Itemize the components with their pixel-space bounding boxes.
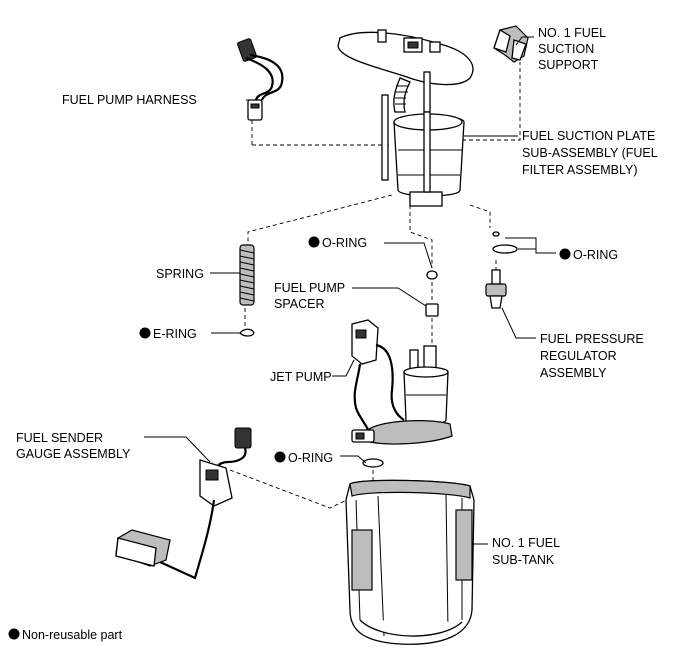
svg-text:SUB-TANK: SUB-TANK [492,553,555,567]
fuel-pump-harness-part [237,38,284,121]
fuel-sub-tank-part [345,479,475,645]
label-spring: SPRING [156,267,204,281]
legend-marker-icon [8,628,20,640]
label-jet-pump: JET PUMP [270,370,332,384]
fuel-sender-gauge-part [115,427,252,580]
svg-text:SUPPORT: SUPPORT [538,58,599,72]
fuel-pressure-regulator-part [485,269,507,309]
svg-text:SUB-ASSEMBLY (FUEL: SUB-ASSEMBLY (FUEL [522,146,658,160]
assembly-dashed-lines [229,62,521,509]
label-fuel-sender-gauge: FUEL SENDER GAUGE ASSEMBLY [16,431,131,461]
label-fuel-suction-support: NO. 1 FUEL SUCTION SUPPORT [538,26,606,72]
label-fuel-pump-harness: FUEL PUMP HARNESS [62,93,197,107]
non-reusable-marker-icon [274,451,286,463]
label-fuel-sub-tank: NO. 1 FUEL SUB-TANK [492,536,560,567]
fuel-suction-support-part [493,25,529,63]
svg-text:GAUGE ASSEMBLY: GAUGE ASSEMBLY [16,447,131,461]
legend: Non-reusable part [8,628,123,642]
label-fuel-pressure-regulator: FUEL PRESSURE REGULATOR ASSEMBLY [540,332,644,380]
svg-text:SUCTION: SUCTION [538,42,594,56]
label-o-ring-upper: O-RING [322,236,367,250]
spring-part [239,244,255,306]
label-o-ring-right: O-RING [573,248,618,262]
leader-lines [144,36,556,545]
svg-text:FUEL SENDER: FUEL SENDER [16,431,103,445]
non-reusable-marker-icon [559,248,571,260]
label-o-ring-lower: O-RING [288,451,333,465]
svg-text:NO. 1 FUEL: NO. 1 FUEL [538,26,606,40]
svg-text:FILTER ASSEMBLY): FILTER ASSEMBLY) [522,163,638,177]
o-ring-lower-part [362,458,384,468]
o-ring-upper-part [426,270,438,280]
jet-pump-part [351,319,453,445]
svg-text:FUEL SUCTION PLATE: FUEL SUCTION PLATE [522,129,655,143]
label-e-ring: E-RING [153,327,197,341]
e-ring-part [239,328,255,337]
fuel-suction-plate-part [337,29,474,207]
svg-text:ASSEMBLY: ASSEMBLY [540,366,607,380]
svg-text:FUEL PUMP: FUEL PUMP [274,281,345,295]
svg-text:FUEL PRESSURE: FUEL PRESSURE [540,332,644,346]
legend-text: Non-reusable part [22,628,123,642]
svg-text:NO. 1 FUEL: NO. 1 FUEL [492,536,560,550]
label-fuel-pump-spacer: FUEL PUMP SPACER [274,281,345,311]
svg-text:SPACER: SPACER [274,297,324,311]
label-fuel-suction-plate: FUEL SUCTION PLATE SUB-ASSEMBLY (FUEL FI… [522,129,658,177]
non-reusable-marker-icon [139,327,151,339]
non-reusable-marker-icon [308,236,320,248]
o-ring-right-part [492,231,518,254]
svg-text:REGULATOR: REGULATOR [540,349,617,363]
fuel-pump-spacer-part [425,303,439,317]
